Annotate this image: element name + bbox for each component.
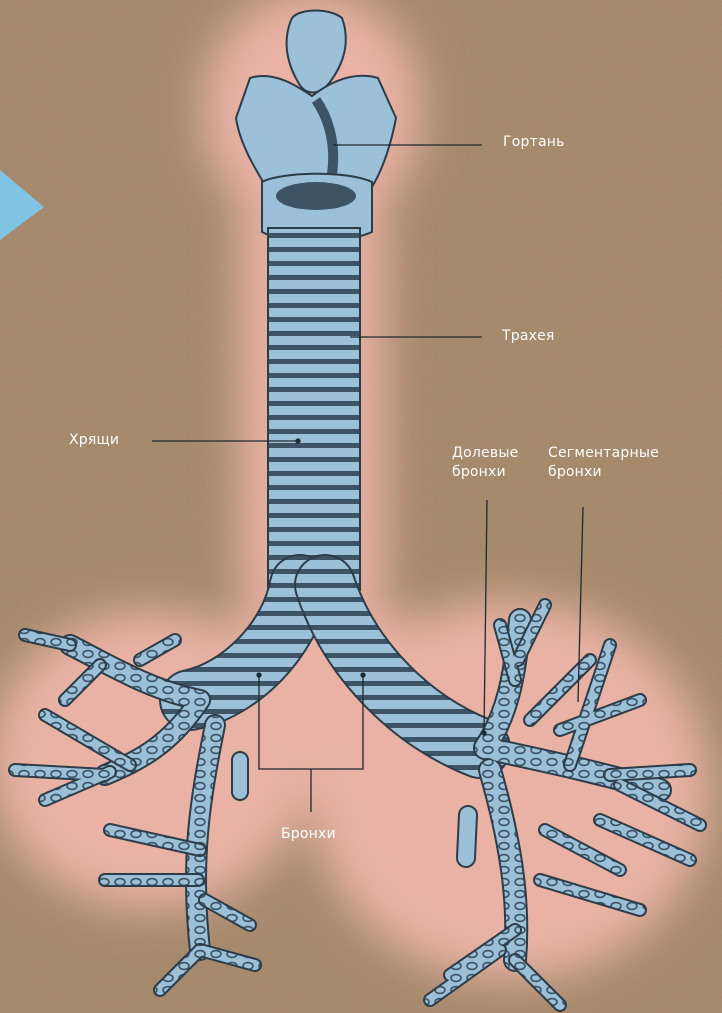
label-segmental-bronchi: Сегментарные бронхи	[548, 444, 659, 482]
pointer-lobar-dot	[482, 731, 486, 735]
trachea	[268, 228, 360, 590]
pointer-cartilages-dot	[296, 439, 300, 443]
label-lobar-bronchi-line1: Долевые	[452, 444, 518, 463]
label-segmental-bronchi-line2: бронхи	[548, 463, 659, 482]
label-bronchi: Бронхи	[281, 825, 336, 844]
label-lobar-bronchi: Долевые бронхи	[452, 444, 518, 482]
label-trachea: Трахея	[502, 327, 555, 346]
label-lobar-bronchi-line2: бронхи	[452, 463, 518, 482]
label-segmental-bronchi-line1: Сегментарные	[548, 444, 659, 463]
label-cartilages: Хрящи	[69, 431, 119, 450]
label-larynx: Гортань	[503, 133, 565, 152]
